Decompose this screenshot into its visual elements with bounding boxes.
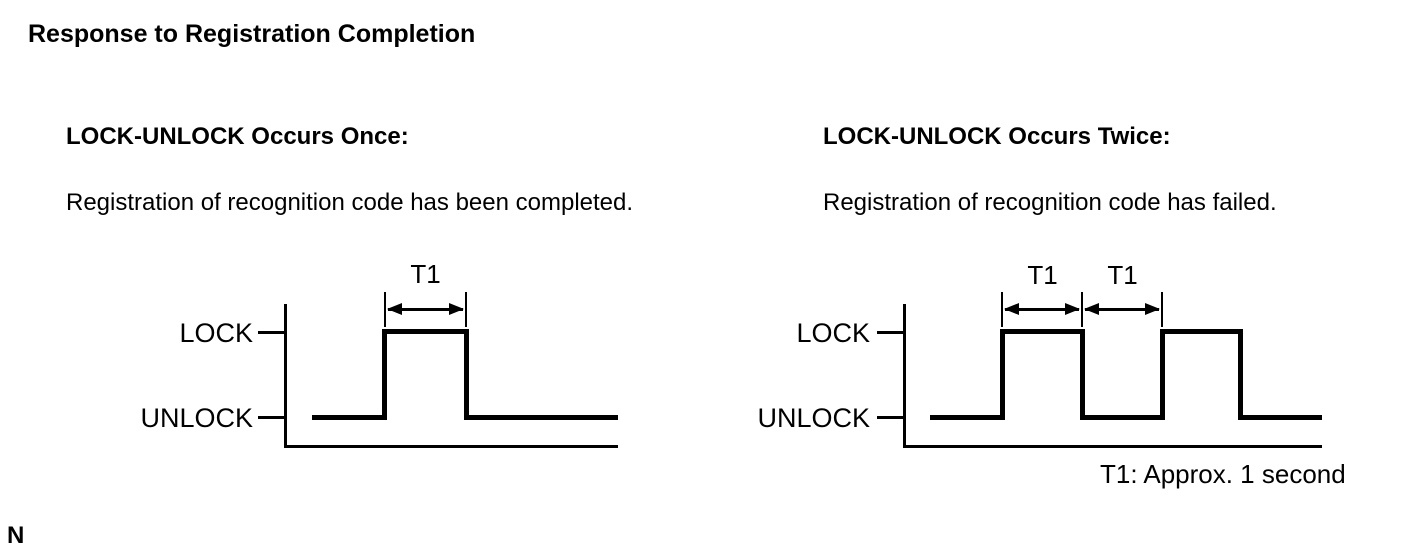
- twice-waveform-falling-edge-2: [1238, 329, 1243, 420]
- once-waveform-low-segment-1: [312, 415, 386, 420]
- twice-unlock-level-tick: [877, 416, 903, 419]
- once-y-axis-line: [284, 304, 287, 448]
- section-twice-heading: LOCK-UNLOCK Occurs Twice:: [823, 123, 1171, 150]
- once-unlock-level-tick: [258, 416, 284, 419]
- once-dim-tick-1: [384, 292, 386, 327]
- twice-waveform-high-segment-2: [1160, 329, 1243, 334]
- arrow-shaft: [1085, 308, 1159, 311]
- twice-waveform-low-segment-1: [930, 415, 1004, 420]
- twice-lock-label: LOCK: [796, 318, 870, 348]
- once-waveform-rising-edge: [382, 329, 387, 420]
- once-waveform-high-segment: [382, 329, 469, 334]
- twice-dim-tick-1: [1001, 292, 1003, 327]
- t1-note: T1: Approx. 1 second: [1100, 459, 1346, 489]
- arrow-right-head-icon: [1145, 303, 1160, 315]
- footer-marker: N: [7, 522, 25, 549]
- section-once-heading: LOCK-UNLOCK Occurs Once:: [66, 123, 409, 150]
- once-waveform-falling-edge: [464, 329, 469, 420]
- arrow-shaft: [388, 308, 463, 311]
- twice-unlock-label: UNLOCK: [757, 403, 870, 433]
- arrow-right-head-icon: [1065, 303, 1080, 315]
- twice-waveform-high-segment-1: [1000, 329, 1085, 334]
- twice-waveform-low-segment-2: [1080, 415, 1165, 420]
- once-unlock-label: UNLOCK: [140, 403, 253, 433]
- twice-lock-level-tick: [877, 331, 903, 334]
- twice-t1-label-2: T1: [1107, 260, 1138, 290]
- once-lock-label: LOCK: [179, 318, 253, 348]
- twice-y-axis-line: [903, 304, 906, 448]
- twice-dim-arrow-1-icon: [1004, 303, 1080, 315]
- arrow-shaft: [1005, 308, 1079, 311]
- twice-t1-label-1: T1: [1027, 260, 1058, 290]
- twice-x-axis-line: [903, 445, 1322, 448]
- once-dim-arrow-icon: [387, 303, 464, 315]
- page-title: Response to Registration Completion: [28, 20, 476, 48]
- once-lock-level-tick: [258, 331, 284, 334]
- twice-dim-arrow-2-icon: [1084, 303, 1160, 315]
- once-waveform-low-segment-2: [464, 415, 618, 420]
- twice-waveform-rising-edge-1: [1000, 329, 1005, 420]
- twice-waveform-rising-edge-2: [1160, 329, 1165, 420]
- section-once-description: Registration of recognition code has bee…: [66, 189, 634, 216]
- once-x-axis-line: [284, 445, 618, 448]
- section-twice-description: Registration of recognition code has fai…: [823, 189, 1277, 216]
- once-t1-label: T1: [410, 259, 441, 289]
- arrow-right-head-icon: [449, 303, 464, 315]
- twice-dim-tick-3: [1161, 292, 1163, 327]
- twice-dim-tick-2: [1081, 292, 1083, 327]
- twice-waveform-low-segment-3: [1238, 415, 1322, 420]
- twice-waveform-falling-edge-1: [1080, 329, 1085, 420]
- once-dim-tick-2: [465, 292, 467, 327]
